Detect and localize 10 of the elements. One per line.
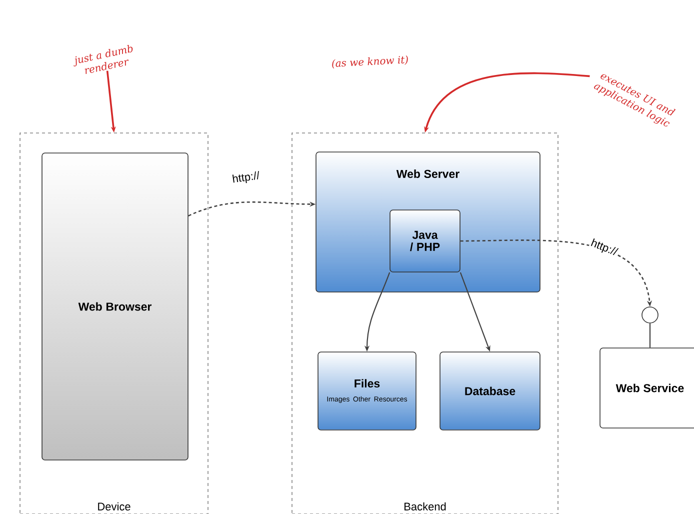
database-box: Database xyxy=(440,352,540,430)
browser-box: Web Browser xyxy=(42,152,188,460)
interface-circle xyxy=(642,306,658,324)
edge-label: http:// xyxy=(230,170,262,186)
annotation-text: (as we know it) xyxy=(332,56,408,68)
connector-line xyxy=(649,323,651,348)
service-box: Web Service xyxy=(600,348,694,428)
annotation-text: just a dumb renderer xyxy=(74,44,133,74)
module-box: Java / PHP xyxy=(390,210,460,272)
edge-label: http:// xyxy=(588,236,620,260)
